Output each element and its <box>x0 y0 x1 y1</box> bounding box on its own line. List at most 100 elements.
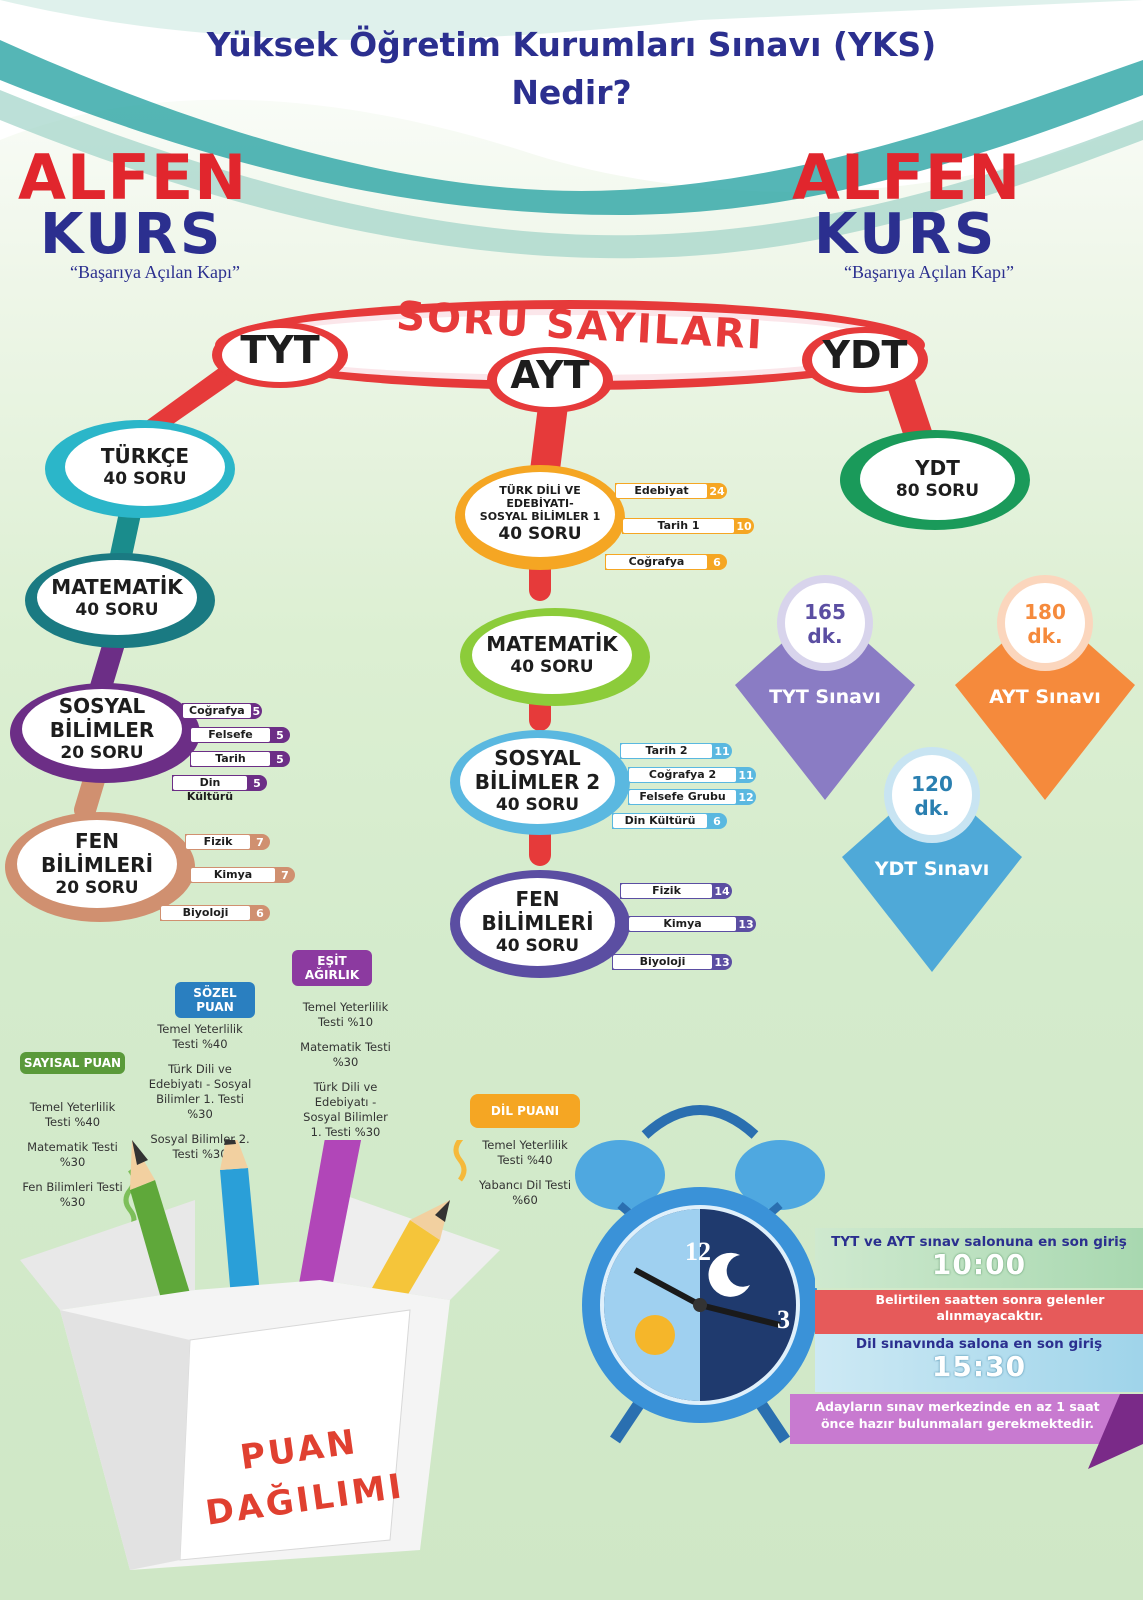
ydt-count: 80 SORU <box>895 481 980 501</box>
tyt-fen-sub: Biyoloji 6 <box>160 905 270 921</box>
sub-count: 6 <box>256 906 264 920</box>
ayt-sosyal2-sub: Din Kültürü 6 <box>612 813 727 829</box>
tyt-sosyal-name2: BİLİMLER <box>49 718 155 742</box>
ydt-duration-time: 120 <box>911 772 953 796</box>
tyt-sosyal-node: SOSYAL BİLİMLER 20 SORU <box>10 683 200 783</box>
info-ribbon-fold <box>1088 1394 1143 1469</box>
ayt-duration-time: 180 <box>1024 600 1066 624</box>
ayt-turk-name1: TÜRK DİLİ VE <box>499 484 581 497</box>
info-time1: 10:00 <box>931 1248 1027 1281</box>
ayt-turk-count: 40 SORU <box>498 524 582 544</box>
tyt-fen-sub: Kimya 7 <box>190 867 295 883</box>
tyt-sosyal-sub: Felsefe 5 <box>190 727 290 743</box>
banner-ellipse <box>215 300 925 390</box>
tyt-duration-unit: dk. <box>807 624 843 648</box>
sub-count: 12 <box>738 790 754 804</box>
tyt-fen-name1: FEN <box>74 829 120 853</box>
sub-label: Felsefe <box>191 728 270 742</box>
ydt-label: YDT <box>822 333 908 377</box>
logo-kurs-text: KURS <box>40 202 224 267</box>
ayt-duration-unit: dk. <box>1027 624 1063 648</box>
sub-label: Tarih <box>191 752 270 766</box>
sub-count: 13 <box>738 917 754 931</box>
logo-slogan: “Başarıya Açılan Kapı” <box>844 262 1014 282</box>
sayisal-line: Temel Yeterlilik Testi %40 <box>29 1100 116 1129</box>
sub-label: Din Kültürü <box>613 814 707 828</box>
tyt-turkce-node: TÜRKÇE 40 SORU <box>45 420 235 518</box>
sozel-line: Türk Dili ve Edebiyatı - Sosyal Bilimler… <box>148 1062 252 1121</box>
ayt-oval <box>487 347 613 413</box>
ydt-name: YDT <box>915 456 960 480</box>
tyt-fen-sub: Fizik 7 <box>185 834 270 850</box>
tyt-matematik-name: MATEMATİK <box>51 574 183 599</box>
clock-3: 3 <box>777 1305 790 1334</box>
esit-agirlik-label: EŞİT AĞIRLIK <box>292 950 372 986</box>
sub-label: Coğrafya 2 <box>629 768 736 782</box>
sayisal-line: Fen Bilimleri Testi %30 <box>22 1180 123 1209</box>
sub-count: 5 <box>252 704 261 718</box>
sub-label: Fizik <box>186 835 250 849</box>
sub-count: 10 <box>736 519 752 533</box>
sub-label: Biyoloji <box>613 955 712 969</box>
ayt-sosyal2-count: 40 SORU <box>495 795 580 815</box>
ayt-sosyal2-name1: SOSYAL <box>494 746 581 770</box>
sub-label: Tarih 1 <box>623 519 734 533</box>
ydt-duration-label: YDT Sınavı <box>874 858 990 880</box>
sub-label: Din Kültürü <box>173 776 247 803</box>
logo-kurs-text: KURS <box>814 202 998 267</box>
sub-count: 14 <box>714 884 730 898</box>
pencil-box-illustration <box>20 1140 500 1570</box>
logo-alfen-text: ALFEN <box>792 141 1022 214</box>
info-note: Adayların sınav merkezinde en az 1 saat … <box>815 1399 1100 1431</box>
sayisal-puan-label: SAYISAL PUAN <box>20 1052 125 1074</box>
ydt-node: YDT 80 SORU <box>840 430 1030 530</box>
dil-line: Temel Yeterlilik Testi %40 <box>482 1138 568 1167</box>
info-line1: TYT ve AYT sınav salonuna en son giriş <box>831 1234 1127 1250</box>
sub-label: Tarih 2 <box>621 744 712 758</box>
esit-line: Türk Dili ve Edebiyatı - Sosyal Bilimler… <box>303 1080 388 1139</box>
sub-label: Felsefe Grubu <box>629 790 736 804</box>
ydt-oval <box>802 327 928 393</box>
sub-count: 5 <box>276 728 284 742</box>
clock-12: 12 <box>685 1237 711 1266</box>
info-warn-bar <box>815 1290 1143 1334</box>
sub-count: 6 <box>713 555 721 569</box>
sub-count: 6 <box>713 814 721 828</box>
dil-line: Yabancı Dil Testi %60 <box>478 1178 572 1207</box>
logo-left: ALFEN KURS “Başarıya Açılan Kapı” <box>18 147 318 283</box>
info-time2: 15:30 <box>931 1350 1027 1383</box>
info-bar-2 <box>815 1334 1143 1392</box>
tyt-oval <box>212 322 348 388</box>
tyt-matematik-count: 40 SORU <box>75 599 159 620</box>
ayt-turk-name2: EDEBİYATI- <box>506 497 574 510</box>
tyt-label: TYT <box>240 328 320 372</box>
tyt-fen-node: FEN BİLİMLERİ 20 SORU <box>5 812 195 922</box>
tyt-turkce-count: 40 SORU <box>103 469 187 489</box>
page-subtitle: Nedir? <box>511 73 632 112</box>
tyt-sosyal-name1: SOSYAL <box>58 694 146 718</box>
sub-count: 7 <box>256 835 264 849</box>
tyt-turkce-name: TÜRKÇE <box>100 444 190 468</box>
alarm-clock-icon <box>575 1105 825 1444</box>
ayt-turk-node: TÜRK DİLİ VE EDEBİYATI- SOSYAL BİLİMLER … <box>455 465 625 570</box>
ayt-duration-badge <box>955 575 1135 800</box>
sub-count: 7 <box>281 868 289 882</box>
ayt-fen-name2: BİLİMLERİ <box>481 911 594 935</box>
page-title: Yüksek Öğretim Kurumları Sınavı (YKS) <box>206 25 937 64</box>
sub-label: Kimya <box>191 868 275 882</box>
sub-label: Biyoloji <box>161 906 250 920</box>
sub-count: 11 <box>714 744 730 758</box>
logo-right: ALFEN KURS “Başarıya Açılan Kapı” <box>792 141 1092 283</box>
esit-line: Temel Yeterlilik Testi %10 <box>302 1000 389 1029</box>
logo-slogan: “Başarıya Açılan Kapı” <box>70 262 240 282</box>
ayt-sosyal2-name2: BİLİMLER 2 <box>474 770 601 794</box>
tyt-matematik-node: MATEMATİK 40 SORU <box>25 553 215 648</box>
